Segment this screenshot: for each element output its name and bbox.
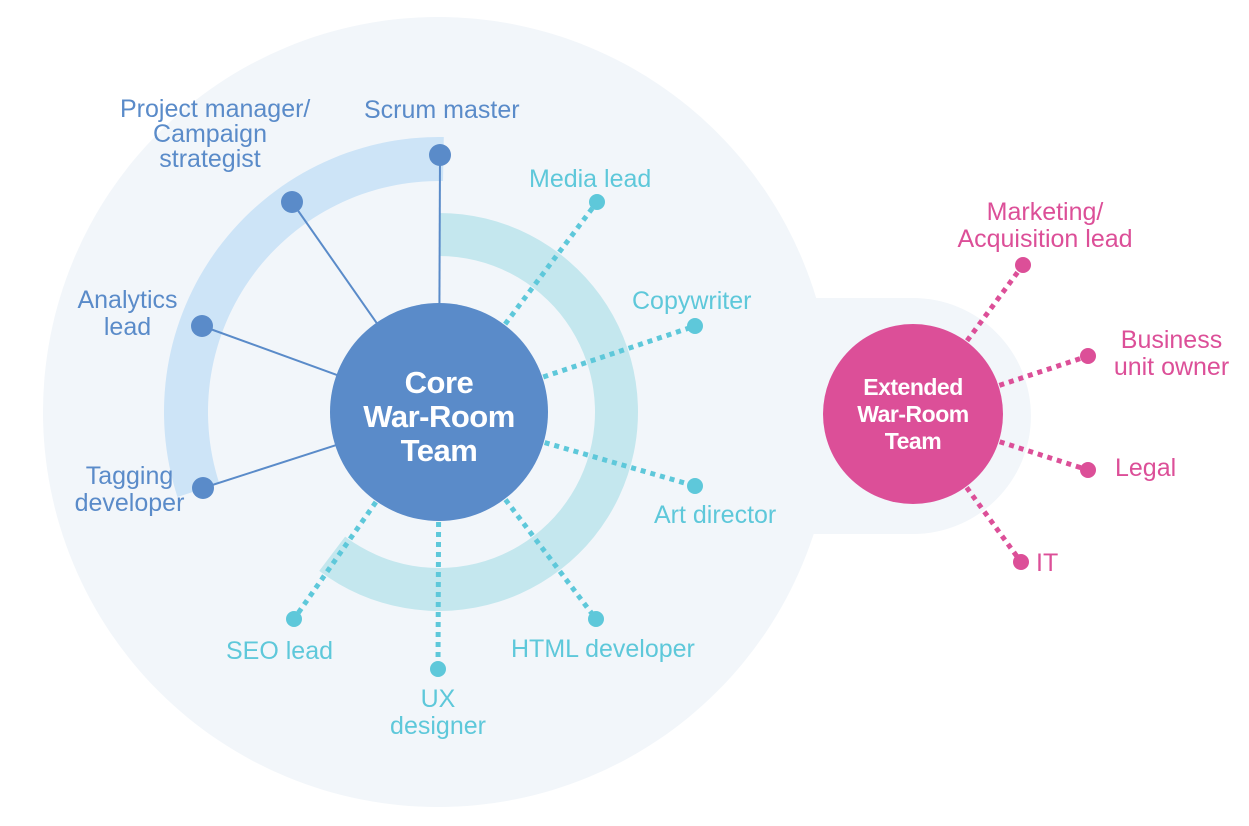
role-label-line: Business xyxy=(1120,326,1223,354)
html-developer-connector xyxy=(503,498,598,621)
seo-lead-node[interactable] xyxy=(286,611,302,627)
copywriter-node[interactable] xyxy=(687,318,703,334)
role-label-line: Campaign xyxy=(153,120,267,148)
scrum-master-connector xyxy=(438,154,441,305)
art-director-connector xyxy=(543,440,696,489)
core-hub-line: War-Room xyxy=(363,399,515,434)
tagging-developer-connector xyxy=(202,444,337,489)
marketing-lead-connector xyxy=(965,263,1026,343)
role-label-line: strategist xyxy=(159,145,261,173)
business-unit-owner-node[interactable] xyxy=(1080,348,1096,364)
extended-hub-line: Team xyxy=(884,428,942,454)
tagging-developer-node[interactable] xyxy=(192,477,214,499)
role-label-line: Marketing/ xyxy=(986,198,1104,226)
role-label-tagging-developer: Tagging developer xyxy=(72,463,187,517)
role-label-scrum-master: Scrum master xyxy=(364,97,520,124)
role-label-line: Acquisition lead xyxy=(957,225,1133,253)
role-label-html-developer: HTML developer xyxy=(511,636,695,663)
role-label-line: developer xyxy=(74,489,185,517)
role-label-line: unit owner xyxy=(1113,353,1230,381)
core-hub[interactable] xyxy=(330,303,548,521)
role-label-line: Tagging xyxy=(85,462,174,490)
role-label-line: lead xyxy=(103,313,152,341)
extended-hub-line: War-Room xyxy=(857,401,969,427)
role-label-media-lead: Media lead xyxy=(529,166,651,193)
role-label-legal: Legal xyxy=(1115,455,1176,482)
role-label-it: IT xyxy=(1036,550,1058,577)
role-label-line: UX xyxy=(420,685,456,713)
art-director-node[interactable] xyxy=(687,478,703,494)
core-hub-label: Core War-Room Team xyxy=(339,366,539,468)
core-arc xyxy=(164,137,444,497)
ux-designer-node[interactable] xyxy=(430,661,446,677)
seo-lead-connector xyxy=(291,500,378,621)
analytics-lead-node[interactable] xyxy=(191,315,213,337)
support-arc xyxy=(319,213,638,611)
role-label-art-director: Art director xyxy=(654,502,776,529)
role-label-line: IT xyxy=(1036,549,1059,577)
role-label-line: Copywriter xyxy=(632,287,752,315)
role-label-seo-lead: SEO lead xyxy=(226,638,333,665)
role-label-copywriter: Copywriter xyxy=(632,288,751,315)
role-label-line: HTML developer xyxy=(511,635,695,663)
role-label-line: Media lead xyxy=(529,165,652,193)
project-manager-node[interactable] xyxy=(281,191,303,213)
role-label-line: Art director xyxy=(654,501,777,529)
role-label-line: designer xyxy=(390,712,486,740)
core-hub-line: Team xyxy=(400,433,478,468)
role-label-analytics-lead: Analytics lead xyxy=(70,287,185,341)
analytics-lead-connector xyxy=(201,325,338,377)
extended-hub-label: Extended War-Room Team xyxy=(833,374,993,455)
extended-hub-line: Extended xyxy=(863,374,963,400)
role-label-line: Legal xyxy=(1115,454,1177,482)
legal-node[interactable] xyxy=(1080,462,1096,478)
project-manager-connector xyxy=(291,201,378,325)
scrum-master-node[interactable] xyxy=(429,144,451,166)
ux-designer-connector xyxy=(435,521,442,670)
marketing-lead-node[interactable] xyxy=(1015,257,1031,273)
role-label-line: Scrum master xyxy=(364,96,520,124)
it-node[interactable] xyxy=(1013,554,1029,570)
role-label-ux-designer: UX designer xyxy=(378,686,498,740)
role-label-line: Project manager/ xyxy=(120,95,311,123)
media-lead-node[interactable] xyxy=(589,194,605,210)
core-hub-line: Core xyxy=(404,365,474,400)
role-label-line: Analytics xyxy=(77,286,178,314)
role-label-project-manager: Project manager/ Campaign strategist xyxy=(120,95,311,173)
copywriter-connector xyxy=(542,323,696,380)
extended-hub[interactable] xyxy=(823,324,1003,504)
role-label-marketing-lead: Marketing/ Acquisition lead xyxy=(955,199,1135,253)
role-label-line: SEO lead xyxy=(226,637,334,665)
html-developer-node[interactable] xyxy=(588,611,604,627)
role-label-business-unit-owner: Business unit owner xyxy=(1104,327,1239,381)
